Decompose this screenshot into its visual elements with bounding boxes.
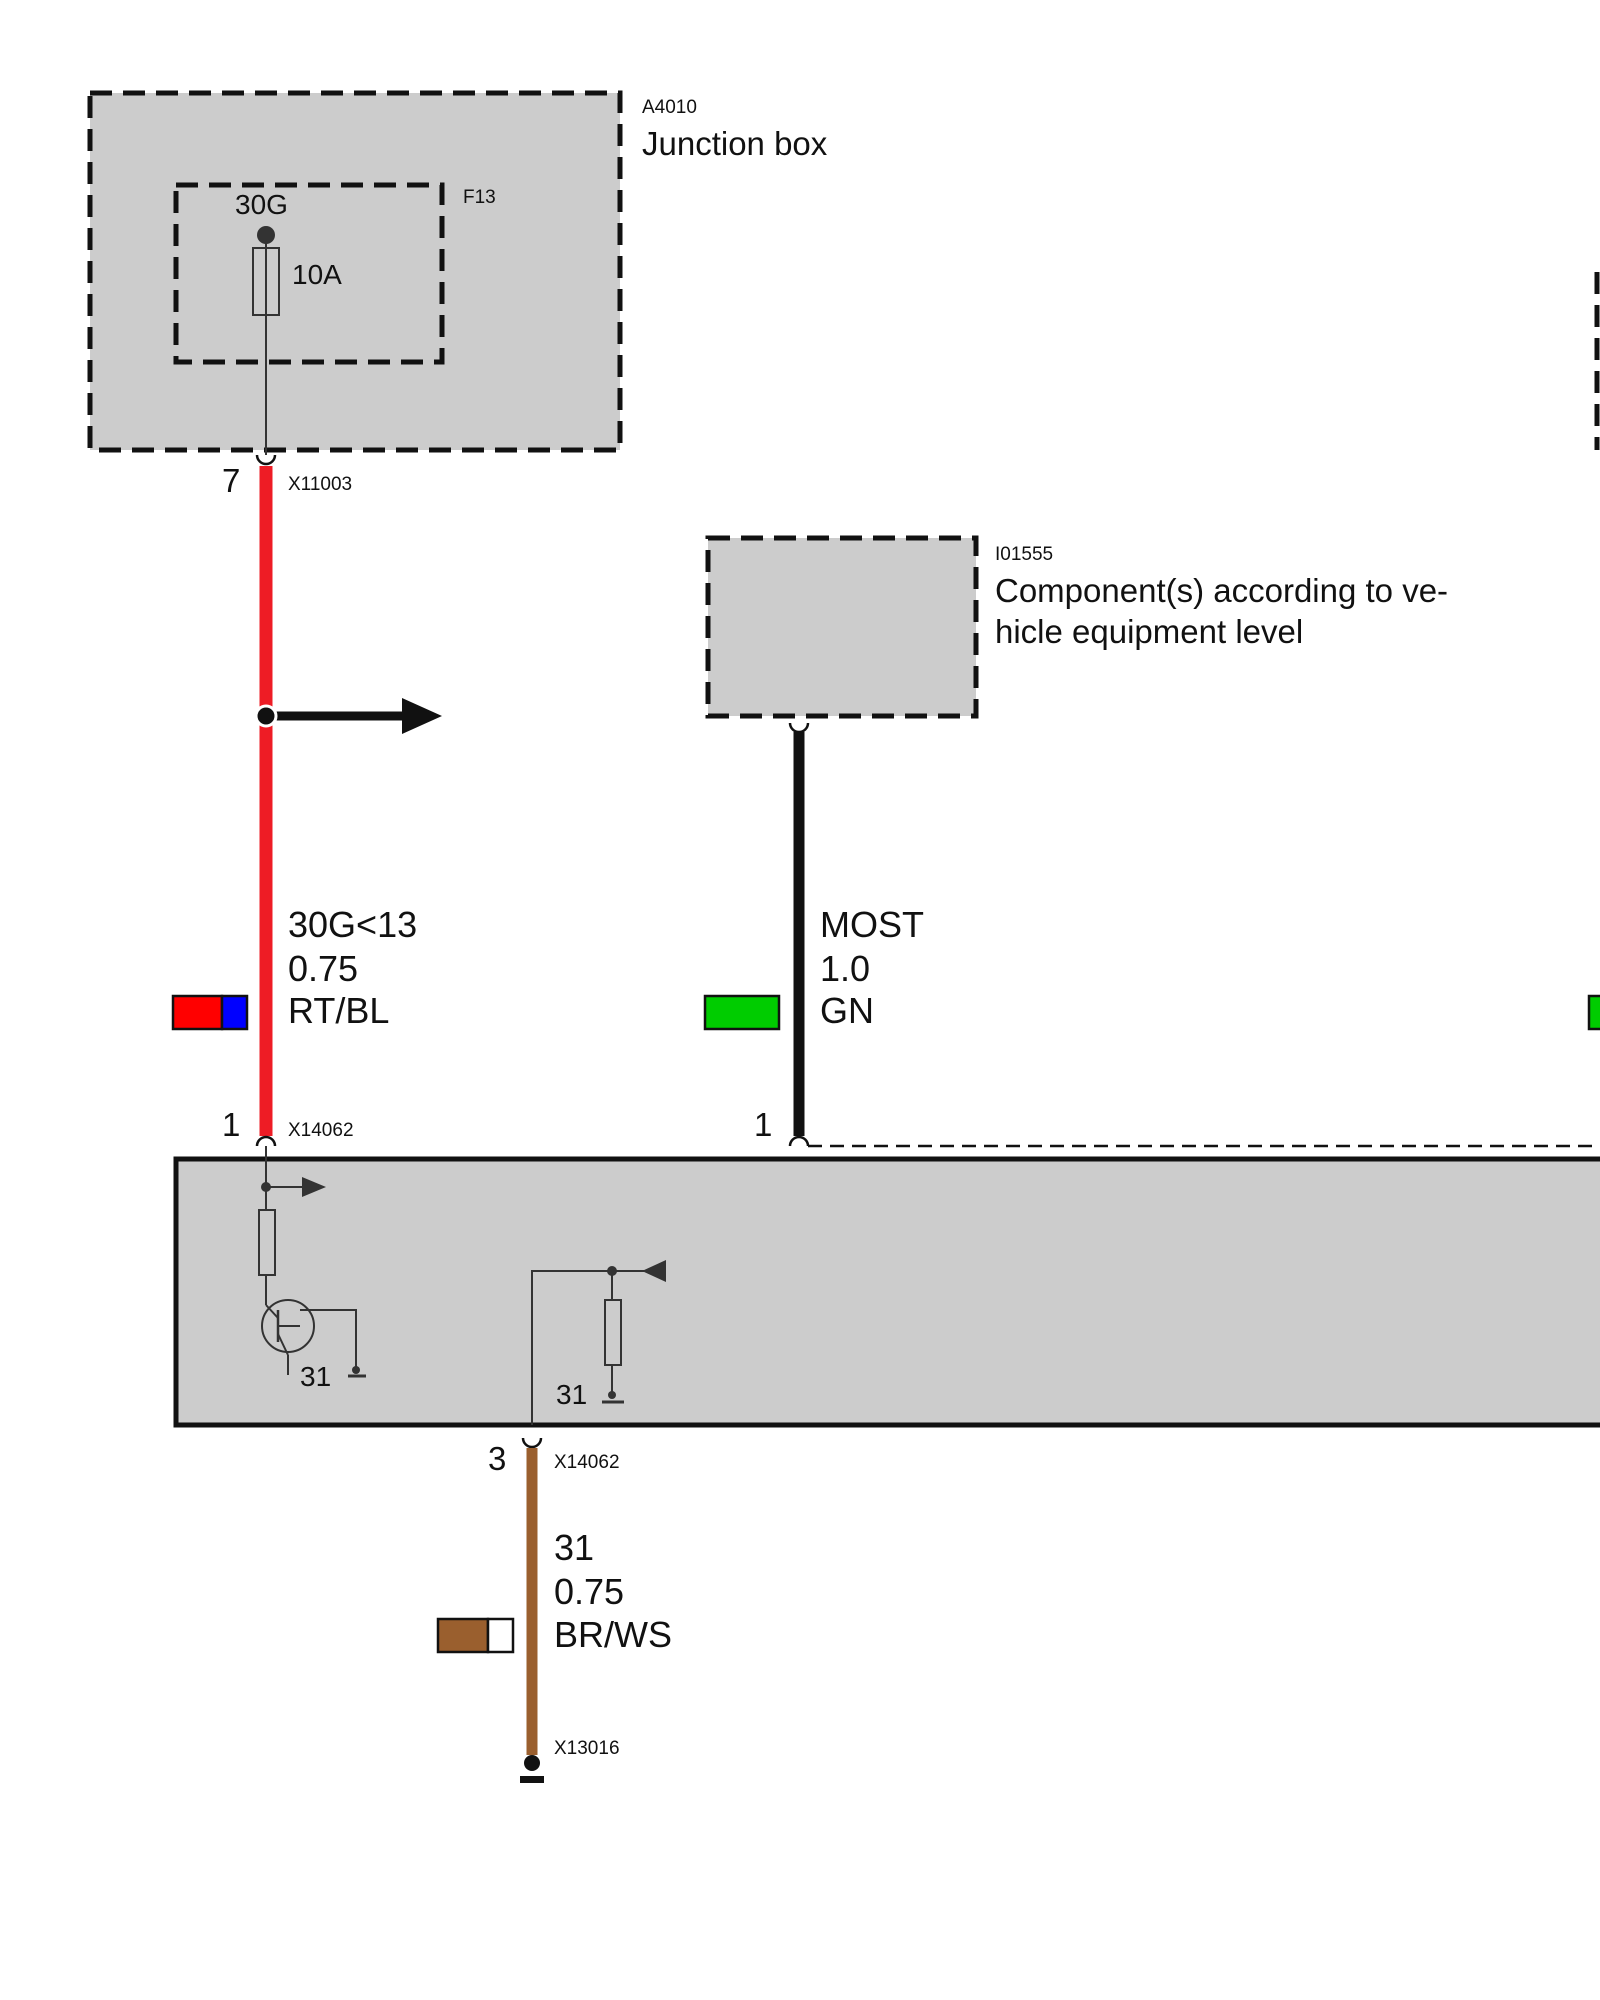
internal-ground-dot-1 xyxy=(352,1366,360,1374)
wire-red-gauge: 0.75 xyxy=(288,948,358,989)
connector-most-pin1: 1 xyxy=(754,1106,772,1143)
fuse-terminal-label: 30G xyxy=(235,189,288,220)
wire-most-signal: MOST xyxy=(820,904,924,945)
component-box-name-line2: hicle equipment level xyxy=(995,613,1303,650)
transistor-out-lead xyxy=(300,1309,357,1370)
component-box-id: I01555 xyxy=(995,544,1053,565)
wire-red-color-swatch-2 xyxy=(220,994,249,1031)
fuse-id: F13 xyxy=(463,187,496,208)
internal-arrow-icon-1 xyxy=(302,1177,326,1197)
partial-green-swatch xyxy=(1587,994,1600,1031)
ground-point-icon xyxy=(520,1776,544,1783)
wire-most-color-code: GN xyxy=(820,990,874,1031)
connector-most-pin1-symbol xyxy=(788,1135,810,1147)
wire-brown-gauge: 0.75 xyxy=(554,1571,624,1612)
splice-dot xyxy=(254,704,278,728)
fuse-box xyxy=(173,182,445,365)
ground-label-left: 31 xyxy=(300,1361,331,1392)
component-box-name-line1: Component(s) according to ve- xyxy=(995,572,1448,609)
ground-point-connector: X13016 xyxy=(554,1738,620,1759)
connector-x14062-pin3: 3 xyxy=(488,1440,506,1477)
wire-most-color-swatch xyxy=(703,994,781,1031)
wire-red-signal: 30G<13 xyxy=(288,904,417,945)
internal-arrow-icon-2 xyxy=(642,1260,666,1282)
internal-ground-dot-2 xyxy=(608,1391,616,1399)
wire-most-gauge: 1.0 xyxy=(820,948,870,989)
wire-brown-color-code: BR/WS xyxy=(554,1614,672,1655)
control-unit xyxy=(173,1156,1600,1428)
component-connector-symbol xyxy=(788,722,810,734)
fuse-rating: 10A xyxy=(292,259,342,290)
wire-brown-color-swatch-1 xyxy=(436,1617,490,1654)
internal-lead-3 xyxy=(531,1270,612,1425)
wire-red-color-swatch-1 xyxy=(171,994,224,1031)
component-box xyxy=(705,535,979,719)
wire-brown-color-swatch-2 xyxy=(486,1617,515,1654)
branch-arrow-icon xyxy=(402,698,442,734)
wire-red-color-code: RT/BL xyxy=(288,990,389,1031)
ground-label-right: 31 xyxy=(556,1379,587,1410)
junction-box xyxy=(87,90,623,453)
transistor-icon xyxy=(261,1299,315,1353)
connector-x11003-symbol xyxy=(255,454,277,466)
transistor-collector xyxy=(265,1304,279,1319)
connector-x14062-pin1-symbol xyxy=(255,1135,277,1147)
connector-x14062-pin3-symbol xyxy=(521,1437,543,1449)
junction-box-name: Junction box xyxy=(642,125,828,162)
wire-brown-signal: 31 xyxy=(554,1527,594,1568)
junction-box-id: A4010 xyxy=(642,97,697,118)
connector-x14062-label-bottom: X14062 xyxy=(554,1452,620,1473)
connector-x14062-label-top: X14062 xyxy=(288,1120,354,1141)
connector-x11003-pin: 7 xyxy=(222,462,240,499)
connector-x14062-pin1: 1 xyxy=(222,1106,240,1143)
ground-point-dot xyxy=(524,1755,540,1771)
transistor-emitter xyxy=(277,1333,289,1356)
connector-x11003-label: X11003 xyxy=(288,474,352,495)
